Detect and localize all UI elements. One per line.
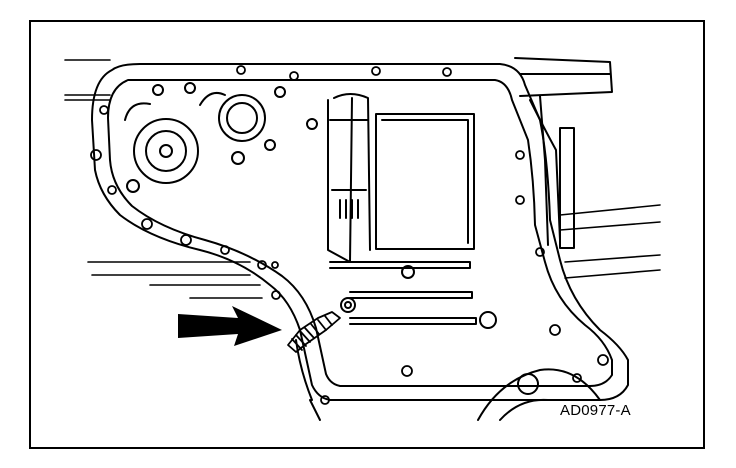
pointer-arrow (178, 306, 282, 346)
pan-ribs (329, 261, 497, 329)
lower-housing (477, 368, 601, 421)
figure-code-label: AD0977-A (560, 402, 631, 419)
transmission-housing (514, 57, 613, 249)
figure-frame (29, 20, 705, 449)
lower-left-web (295, 339, 321, 421)
pulley-assembly (124, 82, 318, 193)
threaded-plug (287, 311, 341, 353)
flange-bolt-holes (90, 65, 609, 405)
pan-center-panel (375, 113, 475, 250)
oil-filter (327, 93, 371, 263)
background-rails (64, 59, 661, 299)
